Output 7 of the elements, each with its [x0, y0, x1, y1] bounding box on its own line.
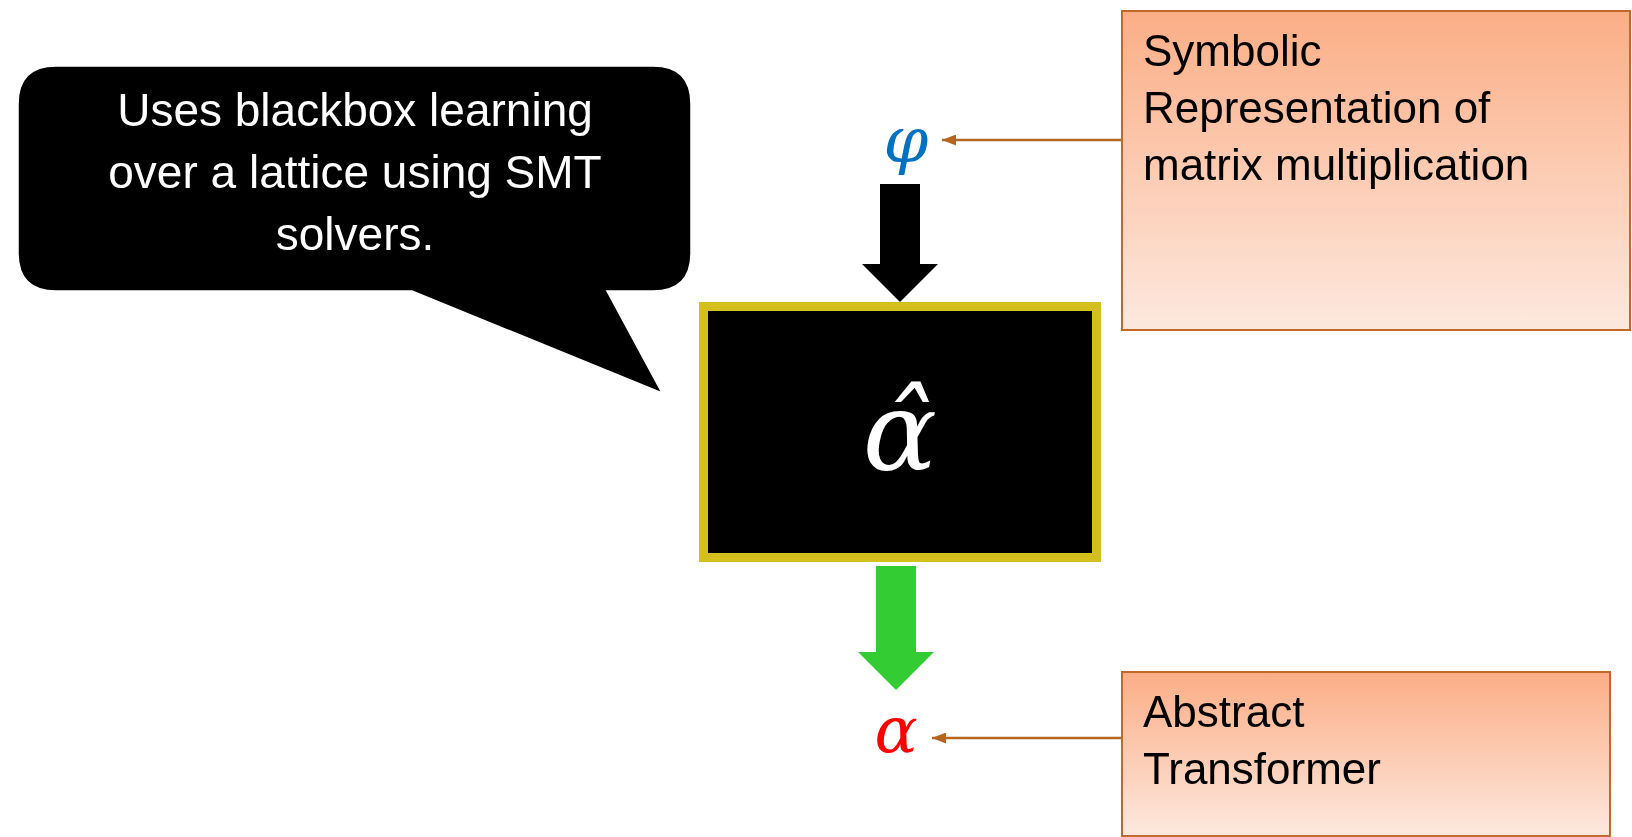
note-box: Abstract Transformer — [1121, 671, 1611, 837]
speech-bubble — [17, 65, 693, 395]
symbol-label: φ — [870, 100, 942, 180]
callout-text: Uses blackbox learning over a lattice using SMT solvers. — [107, 83, 603, 262]
symbol-label: α — [860, 690, 932, 770]
note-box: Symbolic Representation of matrix multiplication — [1121, 10, 1631, 331]
process-box: α̂ — [699, 302, 1101, 562]
